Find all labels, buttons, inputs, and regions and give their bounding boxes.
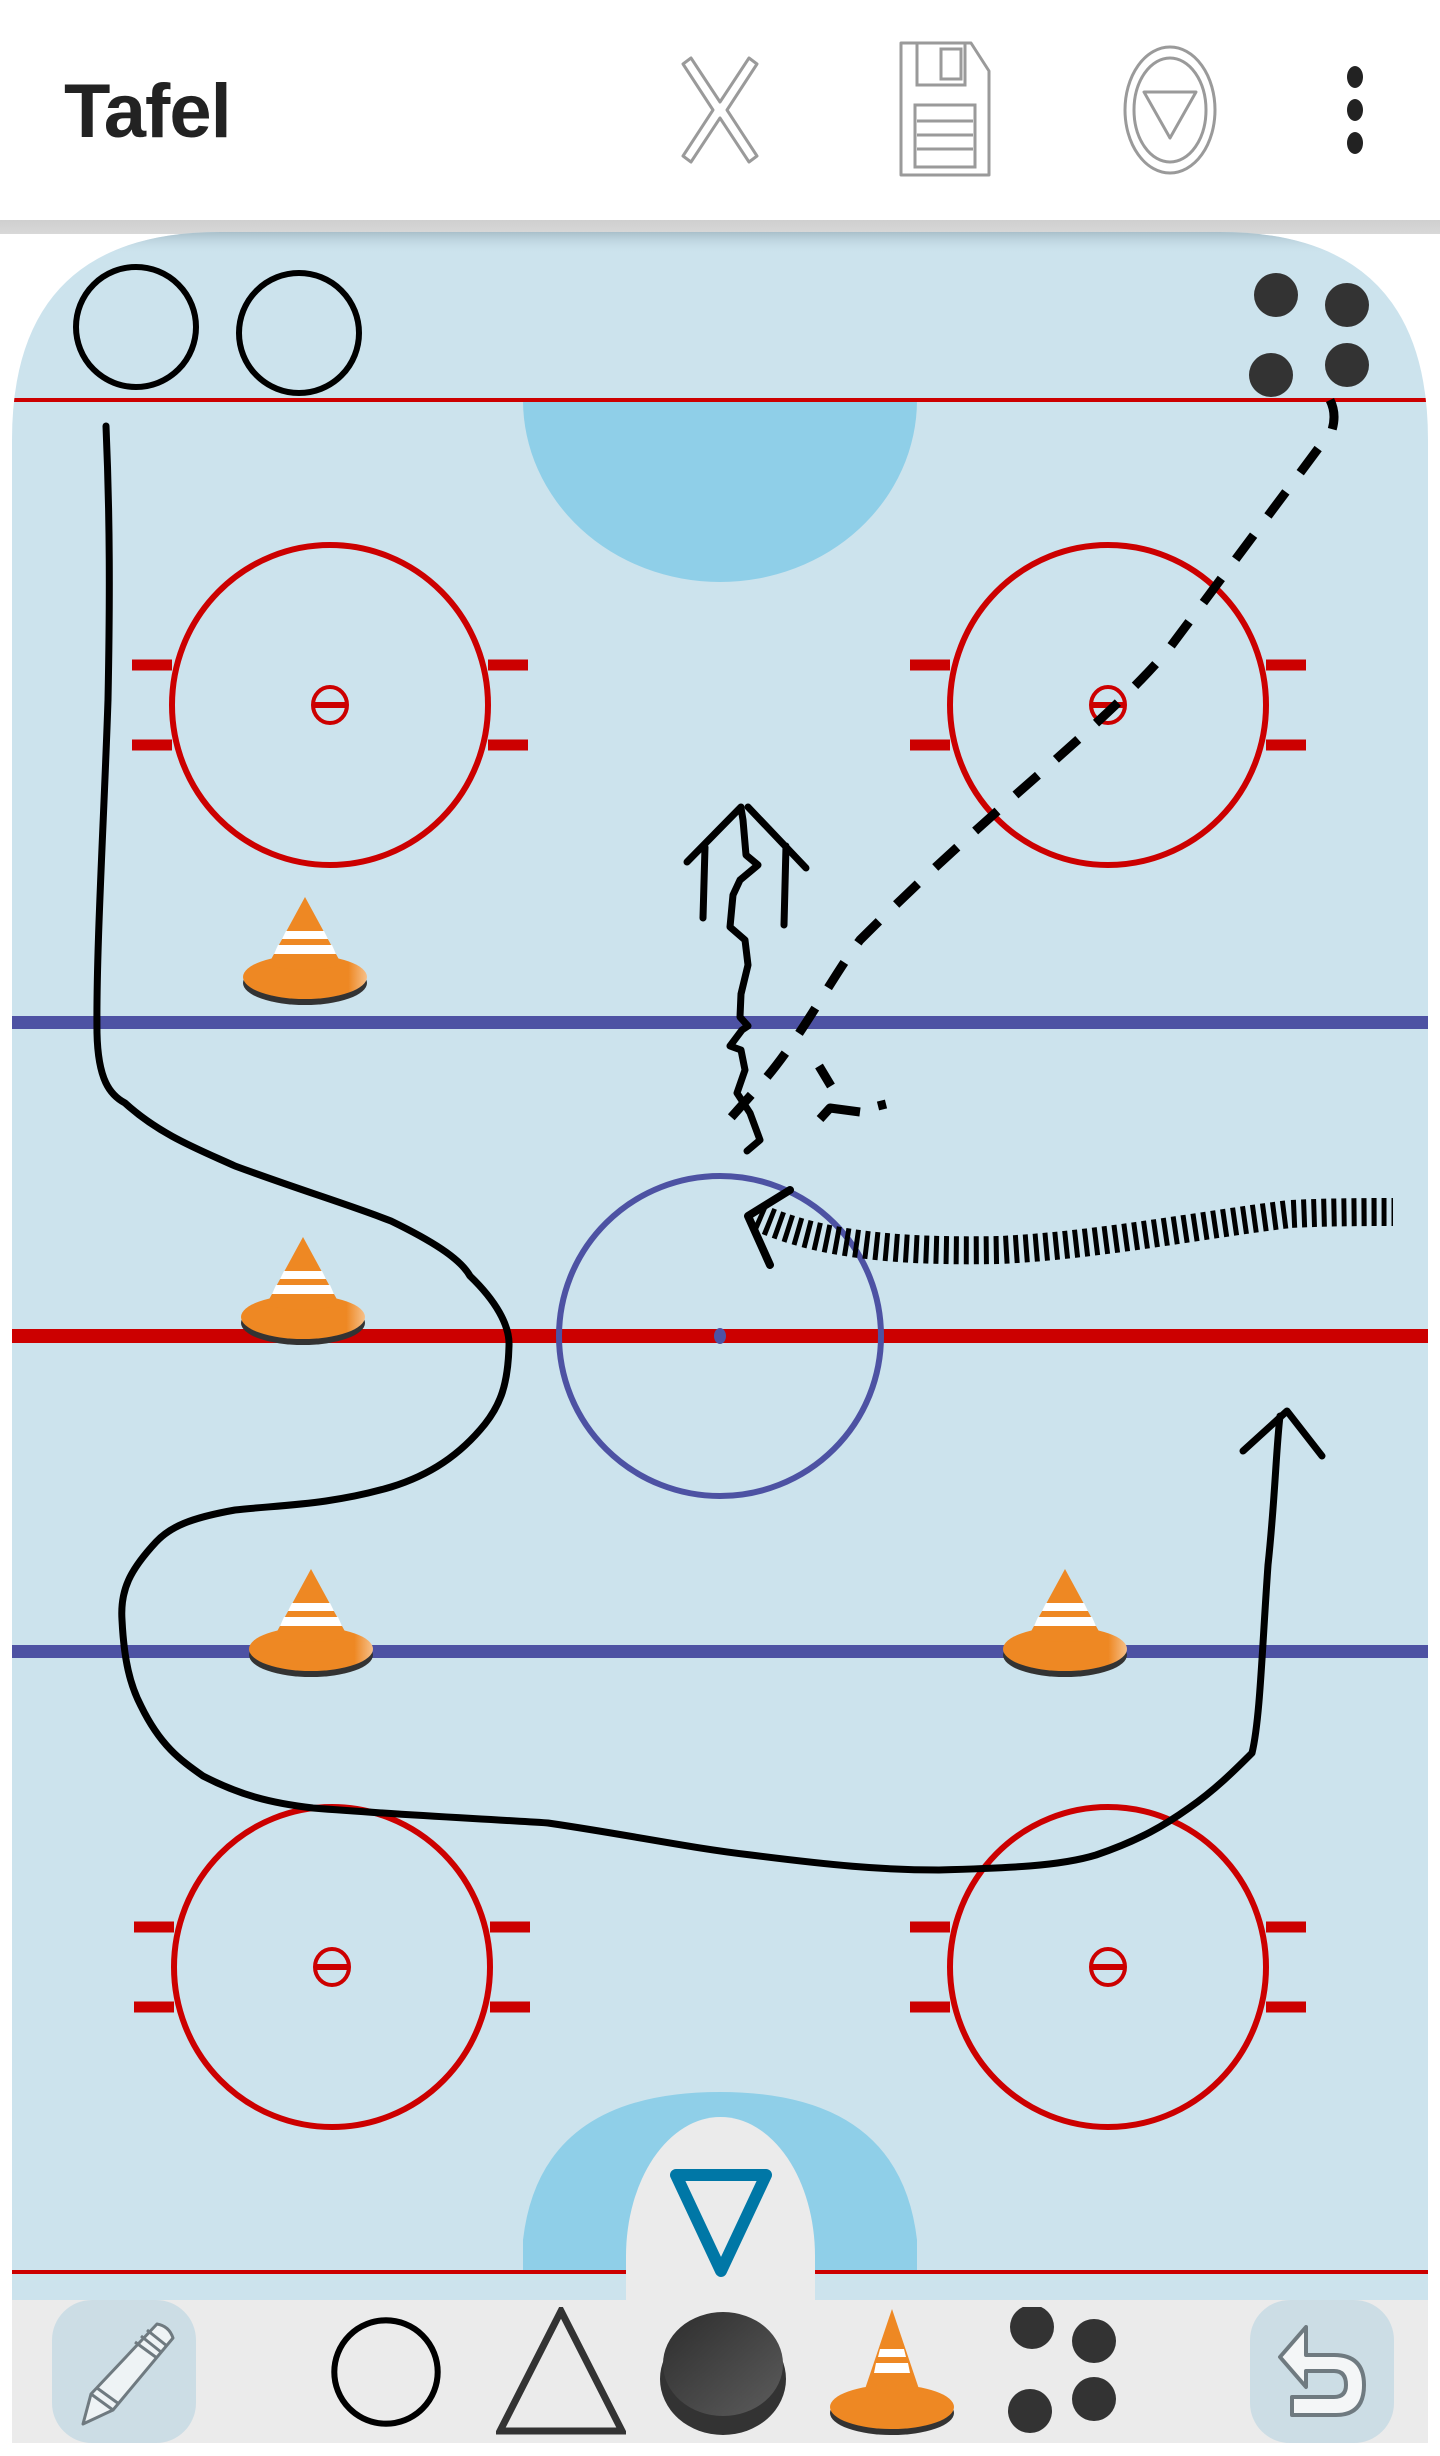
tool-puck-group[interactable]	[996, 2300, 1126, 2443]
circle-outline-icon	[331, 2316, 441, 2427]
center-faceoff-dot	[714, 1328, 726, 1344]
app-bar-shadow	[0, 220, 1440, 234]
pass-line-arrowhead	[815, 1063, 888, 1123]
undo-button[interactable]	[1250, 2300, 1394, 2443]
collapse-button[interactable]	[1105, 45, 1235, 175]
save-icon	[899, 41, 991, 177]
pencil-icon	[81, 2322, 175, 2425]
center-faceoff-circle	[556, 1173, 884, 1499]
tool-player-circle[interactable]	[330, 2300, 442, 2443]
tool-cone[interactable]	[827, 2300, 957, 2443]
top-goal-crease	[523, 400, 917, 582]
skating-path[interactable]	[93, 422, 1284, 1874]
top-goal-line	[12, 398, 1428, 402]
bottom-blue-line	[12, 1645, 1428, 1658]
puck-carry-zigzag[interactable]	[726, 804, 764, 1155]
circle-triangle-down-icon	[1123, 45, 1217, 175]
page-title: Tafel	[64, 69, 232, 154]
backward-skating-arrowhead	[744, 1186, 794, 1269]
player-circle[interactable]	[236, 270, 362, 396]
rink-surface	[12, 232, 1428, 2300]
skating-path-arrowhead	[1239, 1407, 1326, 1460]
tool-puck[interactable]	[658, 2300, 788, 2443]
top-blue-line	[12, 1016, 1428, 1029]
double-arrow-left	[683, 803, 745, 922]
puck-group[interactable]	[1249, 273, 1369, 397]
four-dots-icon	[1008, 2306, 1116, 2433]
more-vert-icon	[1347, 66, 1363, 154]
backward-skating-line[interactable]	[752, 1198, 1394, 1265]
player-circle[interactable]	[73, 264, 199, 390]
puck-icon	[660, 2311, 786, 2435]
undo-icon	[1278, 2324, 1366, 2417]
triangle-outline-icon	[496, 2306, 626, 2434]
pass-line[interactable]	[716, 397, 1339, 1133]
save-button[interactable]	[880, 41, 1010, 177]
app-bar: Tafel	[0, 0, 1440, 220]
bottom-toolbar	[12, 2300, 1428, 2443]
draw-button[interactable]	[52, 2300, 196, 2443]
close-button[interactable]	[655, 50, 785, 170]
ice-top-shadow	[12, 232, 1428, 254]
more-options-button[interactable]	[1290, 50, 1420, 170]
triangle-down-icon	[669, 2169, 772, 2277]
double-arrow-right	[744, 803, 810, 929]
cone-icon	[830, 2308, 954, 2435]
tool-player-triangle[interactable]	[496, 2300, 626, 2443]
close-icon	[681, 56, 759, 164]
